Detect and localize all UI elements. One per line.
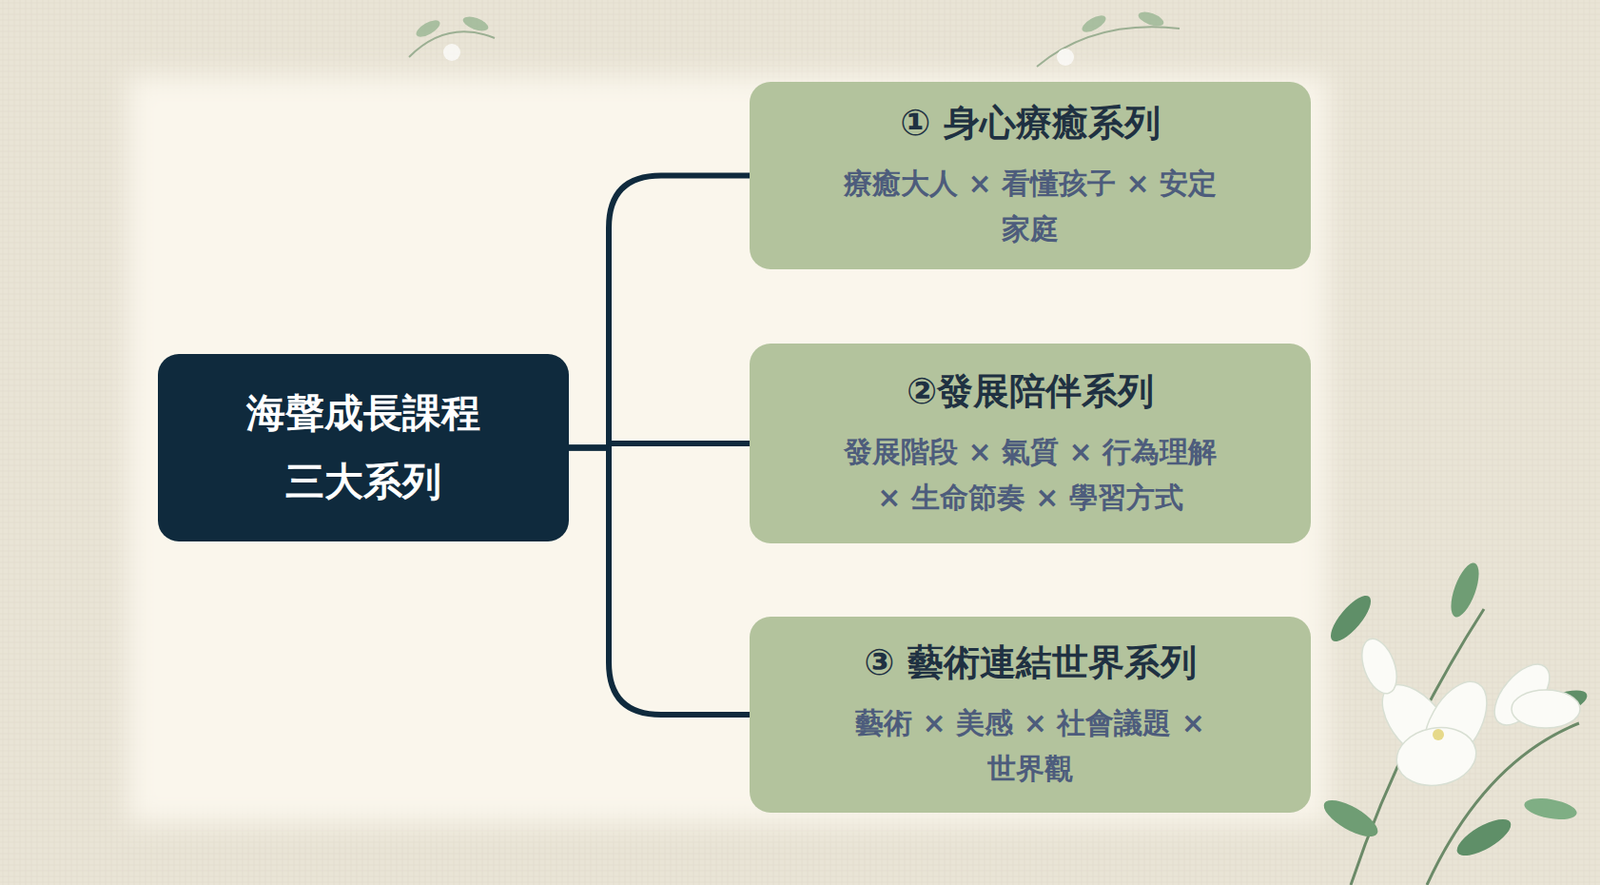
series-heading: ③ 藝術連結世界系列	[863, 638, 1196, 687]
series-box: ③ 藝術連結世界系列藝術 × 美感 × 社會議題 × 世界觀	[749, 616, 1311, 813]
series-topics: 療癒大人 × 看懂孩子 × 安定家庭	[836, 160, 1225, 253]
root-box: 海聲成長課程 三大系列	[157, 353, 569, 542]
bracket-connector	[568, 175, 750, 449]
series-box: ① 身心療癒系列療癒大人 × 看懂孩子 × 安定家庭	[749, 81, 1311, 270]
series-box: ②發展陪伴系列發展階段 × 氣質 × 行為理解 × 生命節奏 × 學習方式	[749, 343, 1311, 544]
bracket-connector	[568, 448, 750, 716]
flower-top-right	[1036, 9, 1180, 67]
magnolia-bottom-right	[1318, 559, 1591, 885]
root-title: 海聲成長課程 三大系列	[234, 379, 493, 517]
flower-top-left	[409, 14, 495, 61]
series-topics: 藝術 × 美感 × 社會議題 × 世界觀	[836, 700, 1225, 792]
paper-panel	[128, 76, 1327, 823]
series-heading: ① 身心療癒系列	[899, 98, 1160, 148]
series-heading: ②發展陪伴系列	[906, 367, 1154, 416]
series-topics: 發展階段 × 氣質 × 行為理解 × 生命節奏 × 學習方式	[836, 429, 1225, 521]
